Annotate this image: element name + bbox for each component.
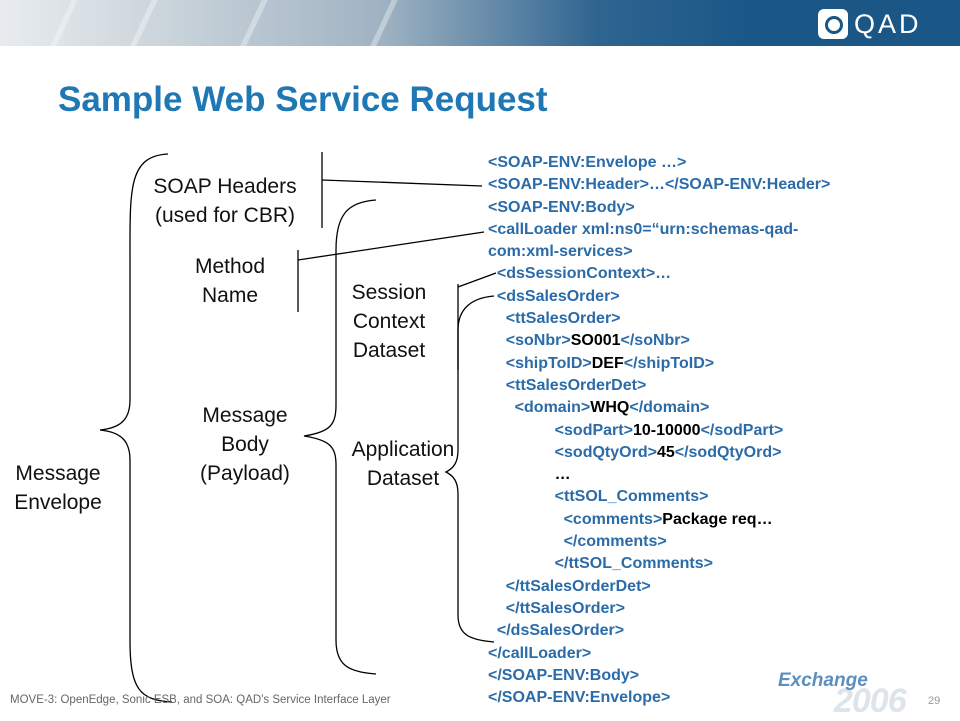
method-name-line: Name: [201, 284, 259, 307]
application-dataset-label: Application Dataset: [338, 435, 468, 493]
session-context-line: Context: [352, 310, 426, 333]
session-context-label: Session Context Dataset: [334, 278, 444, 365]
page-number: 29: [928, 695, 941, 707]
xml-tag: <SOAP-ENV:Envelope …>: [488, 154, 687, 171]
xml-tag: <ttSalesOrderDet>: [488, 376, 647, 394]
code-line: <ttSalesOrder>: [488, 308, 948, 330]
footer-text: MOVE-3: OpenEdge, Sonic ESB, and SOA: QA…: [10, 694, 391, 706]
code-line: <SOAP-ENV:Envelope …>: [488, 152, 948, 174]
code-line: </SOAP-ENV:Envelope>: [488, 687, 948, 709]
xml-tag: </callLoader>: [488, 644, 592, 662]
method-name-leader: [297, 231, 485, 261]
xml-value: 10-10000: [632, 421, 701, 439]
code-line: </SOAP-ENV:Body>: [488, 665, 948, 687]
xml-tag: <dsSessionContext>…: [488, 265, 672, 283]
message-envelope-label: Message Envelope: [2, 459, 114, 517]
message-envelope-brace: [99, 153, 173, 703]
qad-logo-icon: [818, 9, 848, 39]
code-line: <callLoader xml:ns0=“urn:schemas-qad-: [488, 219, 948, 241]
xml-tag: <comments>: [488, 510, 663, 528]
xml-tag: </SOAP-ENV:Body>: [488, 666, 640, 684]
xml-tag: </ttSalesOrderDet>: [488, 577, 651, 595]
message-body-label: Message Body (Payload): [180, 401, 310, 488]
xml-tag: </SOAP-ENV:Envelope>: [488, 689, 671, 707]
xml-tag: <sodQtyOrd>: [488, 443, 657, 461]
xml-tag: </ttSOL_Comments>: [488, 555, 713, 573]
xml-tag: com:xml-services>: [488, 243, 633, 261]
qad-logo-text: QAD: [854, 9, 922, 39]
code-line: …: [488, 464, 948, 486]
xml-tag: <soNbr>: [488, 332, 571, 350]
session-context-line: Dataset: [352, 339, 426, 362]
message-body-line: Message: [202, 404, 288, 427]
exchange-logo-word: Exchange: [778, 670, 868, 691]
xml-tag: <SOAP-ENV:Body>: [488, 198, 635, 216]
code-line: <ttSalesOrderDet>: [488, 375, 948, 397]
xml-tag: <SOAP-ENV:Header>…</SOAP-ENV:Header>: [488, 176, 831, 194]
application-dataset-line: Dataset: [366, 467, 440, 490]
soap-headers-label: SOAP Headers (used for CBR): [140, 172, 310, 230]
code-line: <comments>Package req…: [488, 509, 948, 531]
xml-value: SO001: [570, 332, 621, 350]
code-line: </ttSalesOrder>: [488, 598, 948, 620]
code-line: <SOAP-ENV:Header>…</SOAP-ENV:Header>: [488, 174, 948, 196]
code-line: <sodPart>10-10000</sodPart>: [488, 420, 948, 442]
exchange-logo-year: 2006: [834, 682, 907, 720]
code-line: <soNbr>SO001</soNbr>: [488, 330, 948, 352]
header-banner: QAD: [0, 0, 960, 46]
soap-headers-leader: [321, 179, 483, 187]
xml-tag: <sodPart>: [488, 421, 633, 439]
xml-tag: <domain>: [488, 399, 591, 417]
message-envelope-line: Envelope: [14, 491, 102, 514]
code-line: <SOAP-ENV:Body>: [488, 197, 948, 219]
xml-tag: <dsSalesOrder>: [488, 287, 620, 305]
code-line: com:xml-services>: [488, 241, 948, 263]
xml-tag: </soNbr>: [620, 332, 690, 350]
code-line: <dsSalesOrder>: [488, 286, 948, 308]
code-line: </dsSalesOrder>: [488, 620, 948, 642]
xml-value: WHQ: [590, 399, 630, 417]
code-line: </callLoader>: [488, 643, 948, 665]
method-name-label: Method Name: [170, 252, 290, 310]
session-context-line: Session: [351, 281, 427, 304]
code-line: </comments>: [488, 531, 948, 553]
xml-value: Package req…: [662, 510, 773, 528]
code-line: </ttSalesOrderDet>: [488, 576, 948, 598]
xml-tag: </comments>: [488, 533, 667, 551]
soap-xml-code: <SOAP-ENV:Envelope …> <SOAP-ENV:Header>…<…: [488, 152, 948, 709]
xml-tag: </shipToID>: [623, 354, 715, 372]
application-dataset-line: Application: [351, 438, 455, 461]
xml-tag: </ttSalesOrder>: [488, 599, 625, 617]
xml-tag: <shipToID>: [488, 354, 592, 372]
message-body-line: (Payload): [200, 462, 290, 485]
xml-tag: </sodPart>: [700, 421, 784, 439]
xml-value: DEF: [591, 354, 624, 372]
code-line: </ttSOL_Comments>: [488, 553, 948, 575]
code-line: <domain>WHQ</domain>: [488, 397, 948, 419]
xml-tag: </dsSalesOrder>: [488, 622, 625, 640]
code-line: <sodQtyOrd>45</sodQtyOrd>: [488, 442, 948, 464]
session-context-leader: [457, 272, 497, 288]
method-name-line: Method: [194, 255, 266, 278]
code-line: <dsSessionContext>…: [488, 263, 948, 285]
exchange-2006-logo: 2006 Exchange: [778, 668, 918, 720]
soap-headers-line: SOAP Headers: [153, 175, 297, 198]
xml-value: …: [488, 466, 571, 484]
xml-tag: <ttSOL_Comments>: [488, 488, 709, 506]
xml-tag: </sodQtyOrd>: [674, 443, 782, 461]
xml-value: 45: [656, 443, 675, 461]
slide-title: Sample Web Service Request: [58, 80, 548, 119]
xml-tag: <callLoader xml:ns0=“urn:schemas-qad-: [488, 220, 799, 238]
code-line: <ttSOL_Comments>: [488, 486, 948, 508]
message-envelope-line: Message: [15, 462, 101, 485]
xml-tag: </domain>: [629, 399, 710, 417]
xml-tag: <ttSalesOrder>: [488, 310, 621, 328]
application-dataset-brace: [444, 295, 495, 643]
code-line: <shipToID>DEF</shipToID>: [488, 353, 948, 375]
soap-headers-note: (used for CBR): [154, 204, 296, 227]
message-body-brace: [303, 199, 377, 675]
message-body-line: Body: [221, 433, 269, 456]
qad-logo: QAD: [818, 9, 922, 39]
